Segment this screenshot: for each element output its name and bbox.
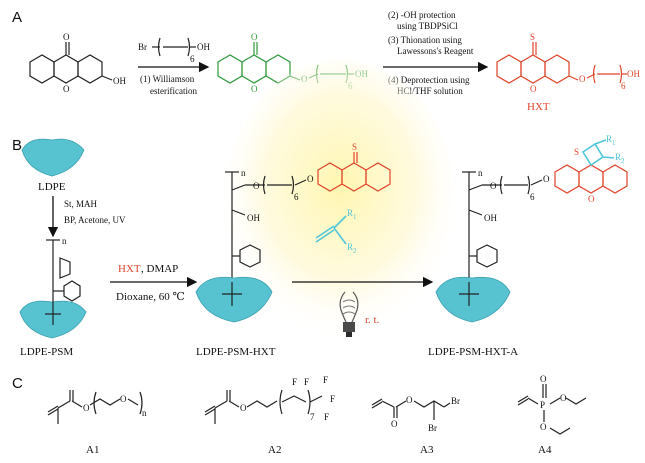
step3-cont-label: Lawessons's Reagent	[397, 46, 474, 56]
hxt-chain-o: O	[253, 181, 260, 191]
green-carbonyl-o: O	[251, 32, 258, 42]
a4-o1: O	[540, 374, 547, 384]
hydroxyxanthone-structure	[29, 42, 113, 84]
hxt-subscript-6: 6	[621, 81, 626, 91]
a3-o-label: O	[406, 395, 413, 405]
ldpe-psm-hxt-a-label: LDPE-PSM-HXT-A	[428, 346, 518, 358]
hxt-s-label: S	[530, 32, 535, 42]
a2-f5: F	[324, 412, 329, 422]
a-chain-r2: R	[615, 152, 621, 162]
step2-label: (2) -OH protection	[388, 10, 456, 20]
step2-cont-label: using TBDPSiCl	[397, 21, 458, 31]
hxt-chain-sub6: 6	[294, 192, 299, 202]
room-temp-label: r. t.	[365, 314, 380, 326]
hxt-chain-ether-o: O	[307, 174, 314, 184]
ldpe-psm-label: LDPE-PSM	[20, 346, 73, 358]
a4-o2: O	[560, 393, 567, 403]
panel-label-a: A	[12, 9, 22, 26]
alkene-structure	[315, 215, 347, 245]
alkene-r2: R	[347, 242, 353, 252]
hxt-chain-xanthone	[317, 152, 391, 192]
ldpe-psm-hxt-chain	[225, 171, 307, 290]
a2-sub7: 7	[310, 412, 315, 422]
alkene-r1: R	[347, 208, 353, 218]
monomer-a2-structure	[204, 389, 323, 424]
step4-cont-label: HCl/THF solution	[397, 86, 463, 96]
hxt-ring-o: O	[530, 84, 537, 94]
hxt-ether-o: O	[579, 74, 586, 84]
step1-cont-label: esterification	[150, 86, 197, 96]
psm-n-label: n	[62, 236, 67, 246]
reagent-dmap-label: , DMAP	[141, 263, 178, 275]
monomer-a1-label: A1	[86, 444, 99, 456]
a2-o-label: O	[240, 403, 247, 413]
a4-p-label: P	[540, 400, 545, 410]
carbonyl-o-label: O	[63, 32, 70, 42]
a2-f2: F	[304, 377, 309, 387]
reagent-br-label: Br	[138, 42, 147, 52]
ldpe-label: LDPE	[38, 181, 66, 193]
reagent-hxt-label: HXT	[118, 263, 141, 275]
step4-label: (4) Deprotection using	[388, 75, 470, 85]
alkene-r2-sub: 2	[353, 247, 357, 255]
spiro-thietane-xanthene	[554, 139, 628, 194]
step1-label: (1) Williamson	[140, 74, 195, 84]
green-ring-o: O	[251, 84, 258, 94]
step3-label: (3) Thionation using	[388, 35, 462, 45]
ldpe-psm-chain	[46, 239, 81, 302]
hxt-structure	[496, 42, 627, 84]
a2-f1: F	[292, 377, 297, 387]
monomer-a2-label: A2	[268, 444, 281, 456]
a-chain-n: n	[478, 168, 483, 178]
graft-conditions-label: BP, Acetone, UV	[64, 215, 126, 225]
ldpe-psm-hxt-blob	[195, 276, 273, 323]
a1-o2-label: O	[120, 394, 127, 404]
lightbulb-icon	[339, 291, 359, 337]
a3-br2: Br	[428, 423, 437, 433]
ldpe-blob	[21, 138, 85, 177]
monomer-a3-label: A3	[420, 444, 434, 456]
ldpe-psm-hxt-a-chain	[462, 171, 543, 290]
a-chain-r1: R	[606, 134, 612, 144]
ring-o-label: O	[63, 84, 70, 94]
a-chain-ring-o: O	[588, 194, 595, 204]
a-chain-r1-sub: 1	[612, 139, 616, 147]
reagent-chain	[152, 37, 196, 57]
panel-label-b: B	[12, 137, 22, 154]
a1-o-label: O	[83, 403, 90, 413]
a-chain-s: S	[574, 147, 579, 157]
a2-f3: F	[323, 375, 328, 385]
a-chain-oh: OH	[484, 213, 497, 223]
hxt-chain-oh: OH	[247, 213, 260, 223]
graft-reagents-label: St, MAH	[64, 199, 98, 209]
a2-f4: F	[330, 394, 335, 404]
a3-br1: Br	[451, 396, 460, 406]
monomer-a4-structure	[517, 384, 587, 435]
start-oh-label: OH	[113, 76, 126, 86]
a-chain-sub6: 6	[530, 192, 535, 202]
a-chain-ether-o: O	[543, 174, 550, 184]
reagent-subscript-6: 6	[190, 54, 195, 64]
hxt-name-label: HXT	[527, 101, 550, 113]
solvent-label: Dioxane, 60 ℃	[116, 291, 185, 303]
light-glow	[225, 60, 455, 340]
ldpe-psm-hxt-label: LDPE-PSM-HXT	[196, 346, 276, 358]
a-chain-o: O	[490, 181, 497, 191]
ldpe-psm-hxt-a-blob	[435, 276, 511, 323]
a4-o3: O	[540, 422, 547, 432]
a3-o2-label: O	[391, 419, 398, 429]
hxt-oh-label: OH	[627, 69, 640, 79]
a1-n-label: n	[142, 408, 147, 418]
monomer-a3-structure	[371, 398, 451, 420]
a-chain-r2-sub: 2	[621, 157, 625, 165]
reagent-oh-label: OH	[197, 42, 210, 52]
hxt-chain-s: S	[352, 142, 357, 152]
hxt-chain-n: n	[241, 168, 246, 178]
alkene-r1-sub: 1	[353, 213, 357, 221]
panel-label-c: C	[12, 375, 23, 392]
monomer-a4-label: A4	[538, 444, 552, 456]
monomer-a1-structure	[47, 390, 143, 424]
